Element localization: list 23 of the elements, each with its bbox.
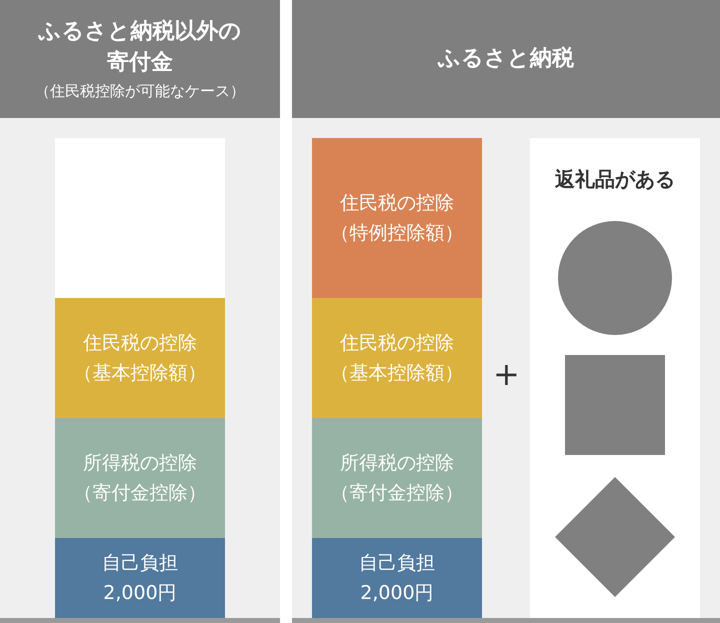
empty-block <box>55 138 225 298</box>
deduction-block <box>55 538 225 618</box>
header-band <box>0 0 280 118</box>
header-title: ふるさと納税以外の寄付金 <box>37 18 242 76</box>
deduction-block <box>55 418 225 538</box>
deduction-block <box>55 298 225 418</box>
gift-panel <box>530 138 700 618</box>
panel-title: 返礼品がある <box>554 166 676 193</box>
block-label: 所得税の控除（寄付金控除） <box>72 450 208 506</box>
block-label: 住民税の控除（基本控除額） <box>72 330 208 386</box>
header-title: ふるさと納税 <box>438 44 574 73</box>
header-band <box>292 0 720 118</box>
deduction-block <box>312 538 482 618</box>
header-subtitle: （住民税控除が可能なケース） <box>35 82 245 102</box>
block-label: 所得税の控除（寄付金控除） <box>330 450 464 506</box>
block-label: 自己負担2,000円 <box>358 550 436 606</box>
deduction-block <box>312 298 482 418</box>
deduction-block <box>312 418 482 538</box>
block-label: 住民税の控除（特例控除額） <box>330 190 464 246</box>
plus-sign: + <box>493 358 520 390</box>
block-label: 自己負担2,000円 <box>101 550 179 606</box>
deduction-block <box>312 138 482 298</box>
block-label: 住民税の控除（基本控除額） <box>330 330 464 386</box>
